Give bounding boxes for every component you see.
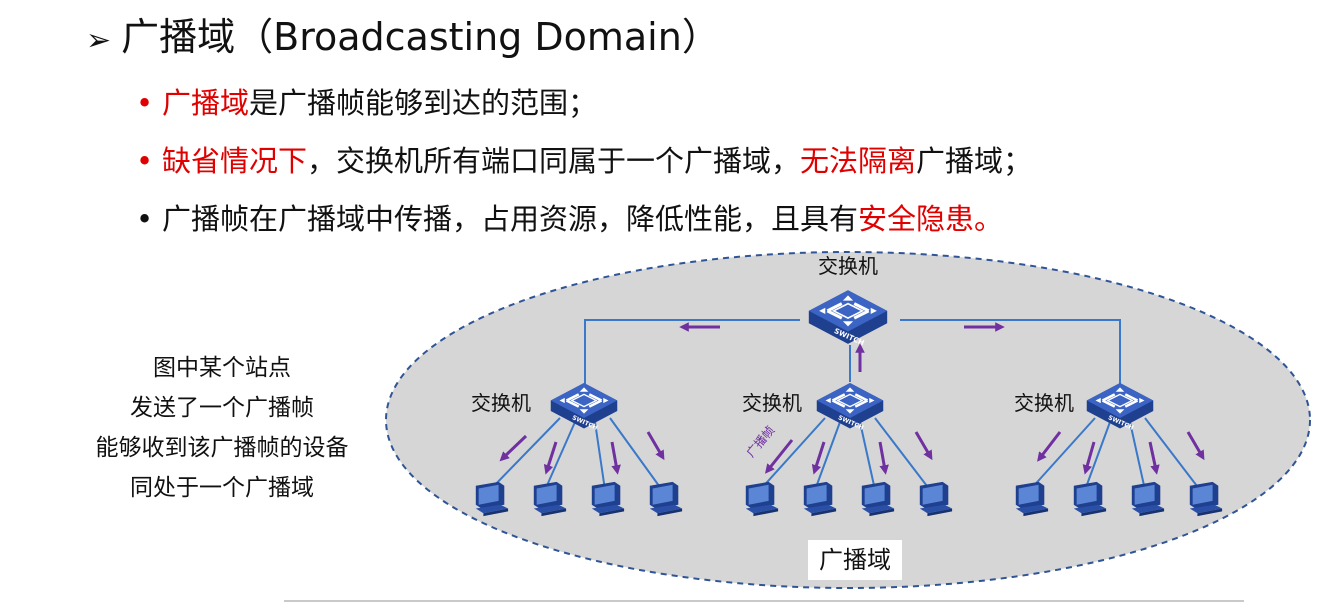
core-switch: 交换机 bbox=[806, 254, 890, 348]
arrow-icon bbox=[765, 439, 794, 474]
arrow-icon bbox=[1186, 431, 1205, 461]
computer-icon bbox=[475, 481, 509, 517]
bullet-text-segment: 广播帧在广播域中传播，占用资源，降低性能，且具有 bbox=[162, 202, 859, 236]
access-switch-middle: 交换机 bbox=[742, 381, 885, 432]
computer-icon bbox=[745, 481, 779, 517]
computer-icon bbox=[533, 481, 567, 517]
bullet-dot-icon: • bbox=[136, 144, 154, 178]
arrow-icon bbox=[646, 431, 665, 461]
heading-text: 广播域（Broadcasting Domain） bbox=[121, 15, 720, 59]
slide-heading: ➢ 广播域（Broadcasting Domain） bbox=[86, 14, 720, 64]
arrow-icon bbox=[1037, 431, 1062, 462]
bullet-dot-icon: • bbox=[136, 86, 154, 120]
switch-label: 交换机 bbox=[471, 391, 531, 415]
computer-icon bbox=[919, 481, 953, 517]
arrow-bullet-icon: ➢ bbox=[86, 23, 112, 58]
bullet-text-segment: ，交换机所有端口同属于一个广播域， bbox=[307, 144, 801, 178]
bullet-text-segment: 广播域 bbox=[162, 86, 250, 120]
arrow-icon bbox=[499, 434, 528, 462]
arrow-icon bbox=[811, 441, 826, 475]
arrow-icon bbox=[914, 431, 933, 461]
bullet-item: •缺省情况下，交换机所有端口同属于一个广播域，无法隔离广播域； bbox=[136, 132, 1032, 190]
arrow-icon bbox=[1148, 441, 1160, 475]
computer-icon bbox=[1131, 481, 1165, 517]
diagram-caption: 图中某个站点 发送了一个广播帧 能够收到该广播帧的设备 同处于一个广播域 bbox=[62, 348, 382, 508]
switch-label: 交换机 bbox=[742, 391, 802, 415]
switch-label: 交换机 bbox=[1014, 391, 1074, 415]
arrow-icon bbox=[1082, 441, 1096, 475]
downlinks bbox=[489, 417, 1201, 491]
bullet-item: •广播域是广播帧能够到达的范围； bbox=[136, 74, 1032, 132]
bullet-text-segment: 缺省情况下 bbox=[162, 144, 308, 178]
footer-divider bbox=[284, 600, 1244, 602]
bullet-text-segment: 无法隔离 bbox=[800, 144, 917, 178]
propagation-arrows bbox=[499, 322, 1205, 475]
bullet-text-segment: 是广播帧能够到达的范围； bbox=[249, 86, 598, 120]
bullet-text-segment: 广播域； bbox=[916, 144, 1033, 178]
bullet-dot-icon: • bbox=[136, 202, 154, 236]
uplinks bbox=[584, 319, 1121, 392]
caption-line: 图中某个站点 bbox=[153, 355, 291, 381]
broadcast-domain-label: 广播域 bbox=[808, 540, 902, 580]
bullet-list: •广播域是广播帧能够到达的范围； •缺省情况下，交换机所有端口同属于一个广播域，… bbox=[136, 74, 1032, 248]
bullet-text-segment: 安全隐患。 bbox=[858, 202, 1004, 236]
arrow-icon bbox=[878, 441, 889, 475]
computer-icon bbox=[861, 481, 895, 517]
computer-icon bbox=[1073, 481, 1107, 517]
computer-icon bbox=[591, 481, 625, 517]
arrow-icon bbox=[543, 441, 558, 475]
computer-icon bbox=[1015, 481, 1049, 517]
arrow-icon bbox=[610, 441, 621, 475]
access-switch-left: 交换机 bbox=[471, 381, 619, 432]
caption-line: 同处于一个广播域 bbox=[130, 475, 314, 501]
caption-line: 能够收到该广播帧的设备 bbox=[95, 435, 349, 461]
caption-line: 发送了一个广播帧 bbox=[130, 395, 314, 421]
bullet-item: •广播帧在广播域中传播，占用资源，降低性能，且具有安全隐患。 bbox=[136, 190, 1032, 248]
computer-icon bbox=[649, 481, 683, 517]
computer-icon bbox=[803, 481, 837, 517]
computer-icon bbox=[1189, 481, 1223, 517]
switch-label: 交换机 bbox=[818, 254, 878, 278]
access-switch-right: 交换机 bbox=[1014, 381, 1155, 432]
